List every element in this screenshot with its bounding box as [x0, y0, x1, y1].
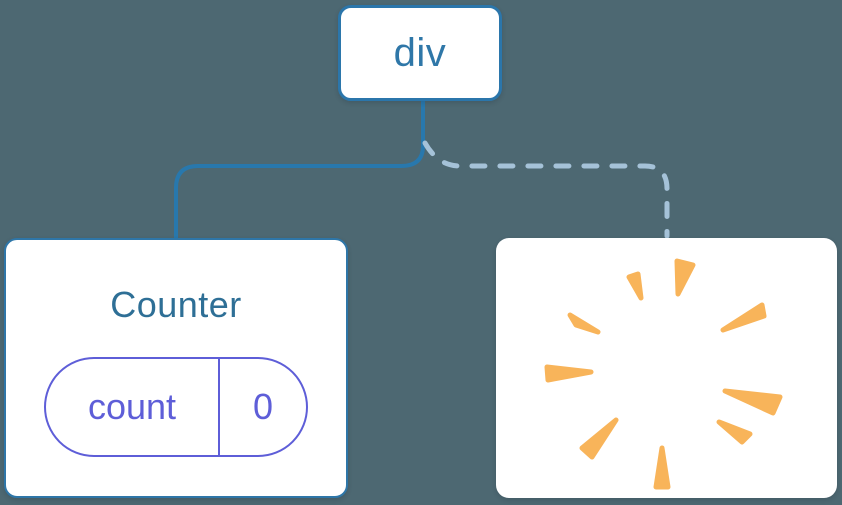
state-pill: count 0 — [44, 357, 308, 457]
counter-node-title: Counter — [110, 284, 242, 325]
poof-explosion-icon — [544, 258, 783, 490]
solid-edge — [174, 99, 425, 240]
root-node-label: div — [393, 30, 447, 75]
counter-node: Counter count 0 — [4, 238, 348, 498]
state-pill-key: count — [46, 359, 220, 455]
dashed-edge — [422, 140, 670, 239]
removed-node — [496, 238, 837, 498]
root-node-div: div — [338, 5, 502, 101]
state-pill-value: 0 — [252, 386, 274, 427]
